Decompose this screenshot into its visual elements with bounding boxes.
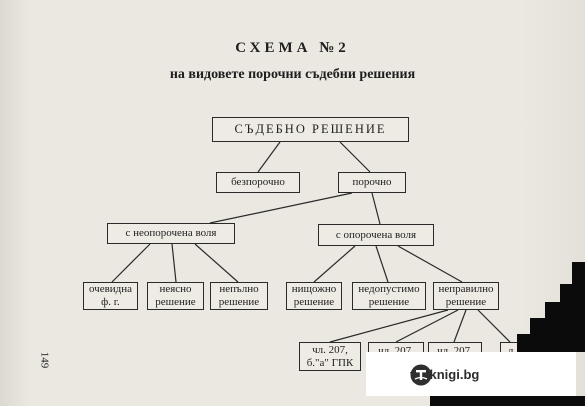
connector-neoporochena-neyasno	[171, 243, 177, 283]
connector-neoporochena-nepalno	[194, 243, 239, 283]
node-nedopustimo-reshenie: недопустимо решение	[352, 282, 426, 310]
node-nepravilno-reshenie: неправилно решение	[433, 282, 499, 310]
connector-neoporochena-ochevidna	[111, 243, 151, 283]
node-bezporochno: безпорочно	[216, 172, 300, 193]
connector-root-porochno	[339, 141, 371, 173]
connector-nepravilno-chl3	[453, 309, 467, 343]
node-chl-207-a: чл. 207, б."а" ГПК	[299, 342, 361, 371]
book-t-logo-icon	[410, 364, 432, 386]
watermark-badge: teoknigi.bg	[366, 352, 576, 396]
node-sadebno-reshenie: СЪДЕБНО РЕШЕНИЕ	[212, 117, 409, 142]
page-subtitle: на видовете порочни съдебни решения	[169, 67, 416, 82]
node-ochevidna-fg: очевидна ф. г.	[83, 282, 138, 310]
connector-root-bezporochno	[257, 141, 281, 173]
node-neoporochena-volya: с неопорочена воля	[107, 223, 235, 244]
connector-oporochena-nedopustimo	[375, 245, 389, 283]
node-nepalno-reshenie: непълно решение	[210, 282, 268, 310]
connector-nepravilno-chl1	[329, 309, 449, 343]
connector-porochno-neoporochena	[209, 192, 353, 224]
connector-porochno-oporochena	[371, 192, 381, 225]
node-neyasno-reshenie: неясно решение	[147, 282, 204, 310]
connector-oporochena-nepravilno	[397, 245, 463, 283]
connector-nepravilno-chl2	[395, 309, 459, 343]
node-porochno: порочно	[338, 172, 406, 193]
connector-nepravilno-chl4	[477, 309, 511, 343]
node-oporochena-volya: с опорочена воля	[318, 224, 434, 246]
connector-oporochena-nishtozhno	[313, 245, 356, 283]
page-title: СХЕМА №2	[235, 40, 350, 56]
node-nishtozhno-reshenie: нищожно решение	[286, 282, 342, 310]
